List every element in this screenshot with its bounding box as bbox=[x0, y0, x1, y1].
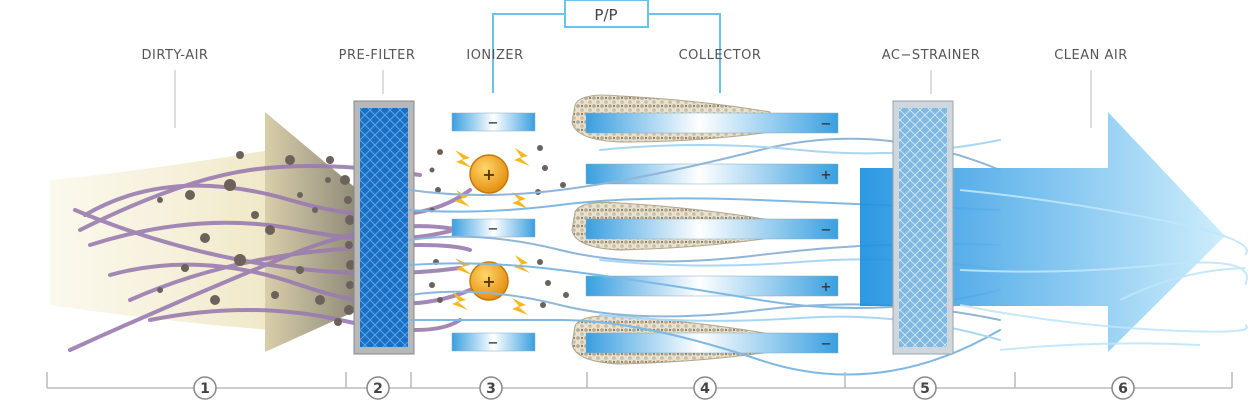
stage-number-1: 1 bbox=[200, 381, 210, 397]
stage-number-4: 4 bbox=[700, 381, 710, 397]
stage-number-1-badge bbox=[193, 376, 217, 400]
stage-number-5-badge bbox=[913, 376, 937, 400]
ionizer-plate-top bbox=[451, 112, 536, 132]
ionizer: − − − + + bbox=[429, 112, 569, 352]
charged-dust bbox=[429, 145, 569, 308]
stage-number-3-badge bbox=[479, 376, 503, 400]
ion-upper-sign: + bbox=[482, 165, 495, 184]
stage-labels: DIRTY-AIR PRE-FILTER IONIZER COLLECTOR A… bbox=[142, 48, 1128, 128]
collector-plate-4 bbox=[585, 275, 839, 297]
ionizer-plate-top-sign: − bbox=[488, 113, 498, 132]
stage-number-6-badge bbox=[1111, 376, 1135, 400]
ionizer-plate-middle-sign: − bbox=[488, 219, 498, 238]
collector-plate-5 bbox=[585, 332, 839, 354]
label-collector: COLLECTOR bbox=[679, 48, 762, 63]
collector-plate-3-sign: − bbox=[821, 220, 831, 239]
ion-lower-sign: + bbox=[482, 272, 495, 291]
stage-scale bbox=[46, 372, 1233, 389]
stage-number-6: 6 bbox=[1118, 381, 1128, 397]
collector-plate-1 bbox=[585, 112, 839, 134]
stage-number-4-badge bbox=[693, 376, 717, 400]
power-supply-connector: P/P bbox=[492, 0, 721, 93]
collector-plate-1-sign: − bbox=[821, 114, 831, 133]
pre-filter bbox=[353, 100, 415, 355]
collector-plate-3 bbox=[585, 218, 839, 240]
ac-strainer bbox=[892, 100, 954, 355]
ionizer-plate-bottom bbox=[451, 332, 536, 352]
ionizer-plate-bottom-sign: − bbox=[488, 333, 498, 352]
stage-number-2: 2 bbox=[373, 381, 383, 397]
collector: − + − + − bbox=[571, 94, 839, 365]
stage-number-3: 3 bbox=[486, 381, 496, 397]
label-ac-strainer: AC−STRAINER bbox=[882, 48, 981, 63]
ionizer-plate-middle bbox=[451, 218, 536, 238]
label-clean-air: CLEAN AIR bbox=[1054, 48, 1128, 63]
stage-number-2-badge bbox=[366, 376, 390, 400]
ion-upper bbox=[469, 154, 509, 194]
stage-number-5: 5 bbox=[920, 381, 930, 397]
label-ionizer: IONIZER bbox=[466, 48, 523, 63]
stage-numbers: 1 2 3 4 5 6 bbox=[193, 376, 1135, 400]
power-supply-label: P/P bbox=[594, 6, 617, 24]
label-dirty-air: DIRTY-AIR bbox=[142, 48, 209, 63]
ion-lower bbox=[469, 261, 509, 301]
spark-icons bbox=[452, 148, 530, 315]
collector-plate-4-sign: + bbox=[821, 277, 831, 296]
collector-plate-5-sign: − bbox=[821, 334, 831, 353]
collector-plate-2-sign: + bbox=[821, 165, 831, 184]
collector-plate-2 bbox=[585, 163, 839, 185]
power-supply-box bbox=[564, 0, 649, 28]
label-pre-filter: PRE-FILTER bbox=[339, 48, 416, 63]
